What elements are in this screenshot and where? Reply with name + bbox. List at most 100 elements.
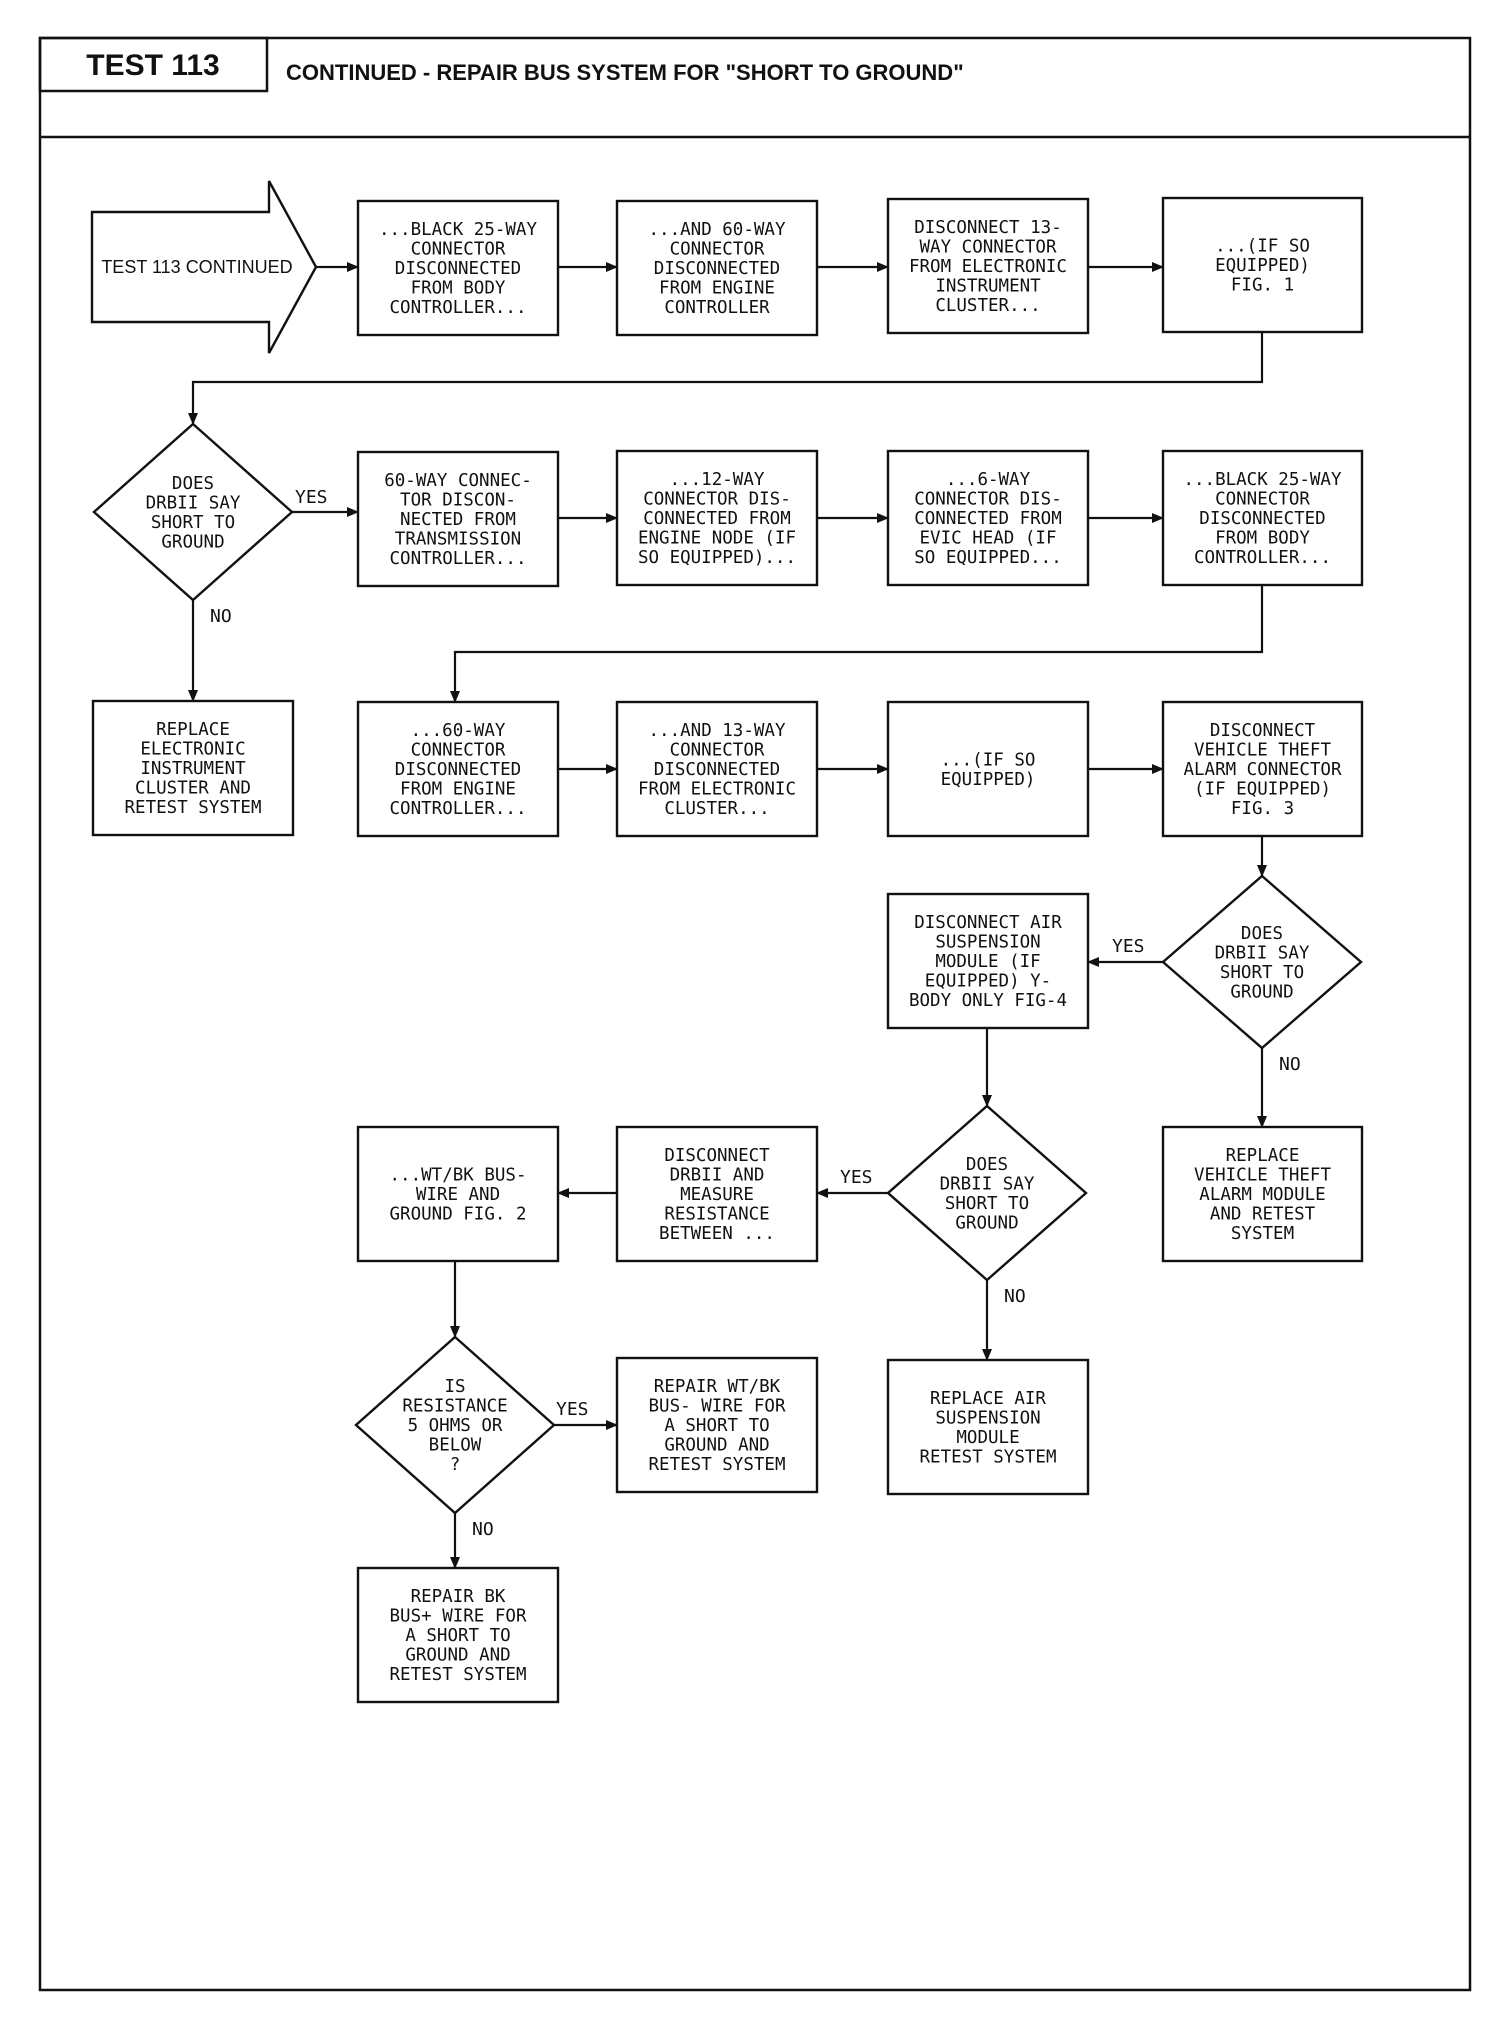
node-text: ? (450, 1455, 461, 1475)
edge-label: NO (1004, 1286, 1026, 1307)
node-text: REPLACE AIR (930, 1389, 1046, 1409)
node-text: EVIC HEAD (IF (920, 529, 1057, 549)
node-text: 60-WAY CONNEC- (384, 471, 532, 491)
node-text: CONTROLLER (664, 298, 770, 318)
node-text: A SHORT TO (405, 1626, 510, 1646)
node-text: CONNECTED FROM (643, 509, 791, 529)
node-text: FROM ENGINE (400, 780, 516, 800)
node-text: FIG. 3 (1231, 799, 1294, 819)
edge-d3-n16: YES (816, 1167, 888, 1198)
node-text: ...AND 60-WAY (649, 220, 786, 240)
edge-d1-n9: NO (188, 600, 232, 702)
process-box (356, 1566, 560, 1704)
process-box (886, 1358, 1090, 1496)
node-text: REPLACE (156, 720, 230, 740)
node-start: TEST 113 CONTINUED (90, 180, 318, 354)
node-text: CONNECTED FROM (914, 509, 1062, 529)
node-text: RETEST SYSTEM (649, 1455, 786, 1475)
node-text: ELECTRONIC (140, 740, 245, 760)
node-text: AND RETEST (1210, 1205, 1316, 1225)
node-text: FROM ELECTRONIC (909, 257, 1067, 277)
process-box (615, 449, 819, 587)
process-box (615, 1125, 819, 1263)
process-box (1161, 700, 1364, 838)
node-text: SUSPENSION (935, 1408, 1040, 1428)
edge-d4-n19: YES (554, 1399, 618, 1430)
node-text: NECTED FROM (400, 510, 516, 530)
node-text: REPAIR WT/BK (654, 1377, 781, 1397)
node-text: GROUND FIG. 2 (390, 1205, 527, 1225)
connector-arrow (450, 585, 1264, 703)
process-box (615, 1356, 819, 1494)
node-text: CONNECTOR (1215, 490, 1310, 510)
process-box (1161, 449, 1364, 587)
edge-n8-n10 (450, 585, 1264, 703)
node-text: SUSPENSION (935, 933, 1040, 953)
node-text: RETEST SYSTEM (920, 1447, 1057, 1467)
node-text: TRANSMISSION (395, 530, 521, 550)
node-text: ALARM MODULE (1199, 1185, 1325, 1205)
node-text: CONTROLLER... (390, 549, 527, 569)
node-text: DISCONNECT (664, 1146, 770, 1166)
node-text: SO EQUIPPED)... (638, 548, 796, 568)
node-text: CLUSTER AND (135, 779, 251, 799)
node-text: INSTRUMENT (140, 759, 246, 779)
node-text: DISCONNECTED (654, 259, 780, 279)
node-text: DRBII AND (670, 1166, 765, 1186)
node-text: BELOW (429, 1436, 482, 1456)
process-box (886, 449, 1090, 587)
node-text: CONTROLLER... (390, 799, 527, 819)
node-text: RETEST SYSTEM (390, 1665, 527, 1685)
node-text: ENGINE NODE (IF (638, 529, 796, 549)
node-text: CONNECTOR DIS- (643, 490, 791, 510)
node-text: CONNECTOR (670, 240, 765, 260)
edge-n4-d1 (188, 332, 1264, 425)
node-text: DISCONNECTED (1199, 509, 1325, 529)
process-box (1161, 1125, 1364, 1263)
process-box (615, 700, 819, 838)
nodes: TEST 113 CONTINUED ...BLACK 25-WAY CONNECT… (90, 180, 1364, 1704)
node-text: SYSTEM (1231, 1224, 1294, 1244)
node-text: SHORT TO (1220, 963, 1304, 983)
node-text: CLUSTER... (935, 296, 1040, 316)
node-text: BUS- WIRE FOR (649, 1397, 786, 1417)
node-text: ...(IF SO (1215, 237, 1310, 257)
node-text: MODULE (956, 1428, 1019, 1448)
page-frame (38, 36, 1472, 1992)
node-text: EQUIPPED) (1215, 256, 1310, 276)
node-text: DRBII SAY (1215, 943, 1310, 963)
node-text: DISCONNECT 13- (914, 218, 1062, 238)
node-text: ...BLACK 25-WAY (379, 220, 538, 240)
edge-d3-n18: NO (982, 1280, 1026, 1361)
process-box (886, 892, 1090, 1030)
process-box (356, 450, 560, 588)
edge-label: NO (472, 1519, 494, 1540)
decision-diamond (1161, 874, 1363, 1050)
node-text: DOES (1241, 924, 1283, 944)
test-id-box (38, 36, 269, 93)
process-box (886, 700, 1090, 838)
node-text: ...12-WAY (670, 470, 765, 490)
node-text: GROUND (1230, 982, 1293, 1002)
node-text: DOES (172, 474, 214, 494)
node-text: RESISTANCE (664, 1205, 769, 1225)
node-text: TEST 113 CONTINUED (101, 257, 292, 277)
node-text: SHORT TO (151, 513, 235, 533)
